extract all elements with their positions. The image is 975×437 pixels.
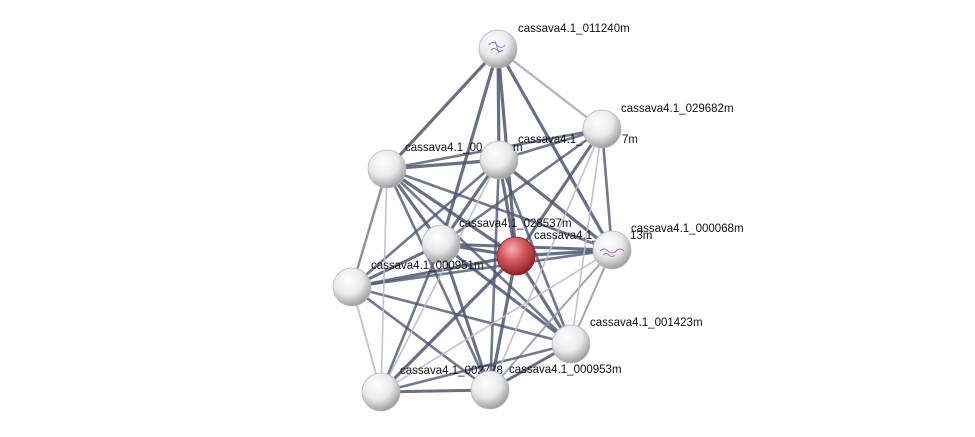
edge bbox=[350, 168, 389, 288]
node-label: cassava4.1_ bbox=[518, 134, 583, 146]
node-000953[interactable]: cassava4.1_000953m bbox=[470, 364, 622, 410]
edge bbox=[600, 128, 614, 251]
node-label: cassava4.1_00 bbox=[405, 142, 482, 154]
edge bbox=[488, 255, 518, 391]
nodes-layer: cassava4.1_011240m cassava4.1_029682m ca… bbox=[332, 23, 744, 412]
node-028537[interactable]: cassava4.1_028537m bbox=[421, 218, 572, 264]
edge bbox=[380, 159, 500, 393]
node-label-fragment: 7m bbox=[622, 134, 638, 146]
edge bbox=[440, 242, 572, 346]
edge bbox=[440, 127, 603, 246]
edge bbox=[497, 48, 603, 130]
node-002778[interactable]: cassava4.1_002778 bbox=[361, 365, 503, 412]
node-label: cassava4.1_029682m bbox=[621, 103, 734, 115]
edge bbox=[570, 128, 603, 345]
node-00-middle[interactable]: cassava4.1_ m 7m bbox=[479, 134, 638, 180]
edge bbox=[386, 167, 613, 252]
node-label: cassava4.1_000951m bbox=[371, 260, 484, 272]
edge bbox=[488, 159, 501, 391]
edge bbox=[379, 254, 518, 394]
edge bbox=[351, 285, 491, 392]
node-query-red[interactable]: cassava4.1_ 13m bbox=[496, 230, 652, 276]
protein-structure-icon bbox=[488, 40, 506, 54]
edge bbox=[351, 285, 572, 346]
node-label: cassava4.1_001423m bbox=[590, 317, 703, 329]
node-label-fragment: m bbox=[513, 142, 523, 154]
edge bbox=[489, 128, 603, 391]
node-label: cassava4.1_002778 bbox=[400, 365, 503, 377]
node-label: cassava4.1_028537m bbox=[459, 218, 572, 230]
node-label: cassava4.1_ bbox=[534, 230, 599, 242]
edge bbox=[386, 167, 517, 258]
edge bbox=[498, 158, 613, 252]
edge bbox=[385, 47, 500, 171]
edge bbox=[351, 159, 500, 288]
node-029682[interactable]: cassava4.1_029682m bbox=[582, 103, 734, 149]
node-000951[interactable]: cassava4.1_000951m bbox=[332, 260, 484, 307]
edge bbox=[380, 249, 613, 393]
edge bbox=[380, 342, 572, 394]
edge bbox=[380, 168, 388, 393]
edge bbox=[497, 159, 573, 345]
node-label: cassava4.1_011240m bbox=[518, 23, 630, 35]
node-label-fragment: 13m bbox=[630, 230, 652, 242]
edge bbox=[386, 168, 572, 345]
edge bbox=[351, 248, 613, 289]
node-00-left[interactable]: cassava4.1_00 bbox=[367, 142, 482, 189]
protein-structure-icon bbox=[599, 248, 625, 257]
edge bbox=[489, 249, 613, 391]
node-label: cassava4.1_000953m bbox=[509, 364, 622, 376]
node-label: cassava4.1_000068m bbox=[631, 223, 744, 235]
edge bbox=[379, 243, 443, 393]
node-000068[interactable]: cassava4.1_000068m bbox=[592, 223, 744, 270]
node-001423[interactable]: cassava4.1_001423m bbox=[551, 317, 703, 364]
edge bbox=[496, 48, 614, 251]
edge bbox=[514, 128, 604, 257]
node-011240[interactable]: cassava4.1_011240m bbox=[478, 23, 630, 69]
